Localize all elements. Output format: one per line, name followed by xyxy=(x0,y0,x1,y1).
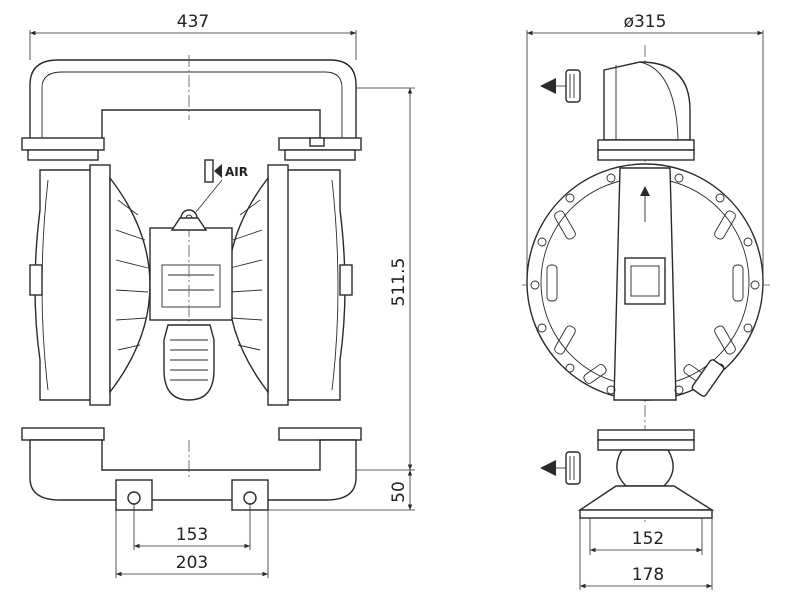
side-outlet-elbow xyxy=(597,61,695,161)
air-inlet: AIR xyxy=(195,159,248,213)
front-view: AIR xyxy=(21,12,415,578)
front-muffler xyxy=(163,324,215,401)
side-view: ø315 152 178 xyxy=(522,12,770,590)
dim-base-178: 178 xyxy=(579,518,713,590)
dim-bolt-outer-label: 203 xyxy=(176,553,208,573)
dim-base-label: 50 xyxy=(389,481,409,503)
dim-bolt-203: 203 xyxy=(115,510,269,578)
inlet-flow-arrow-icon xyxy=(540,451,581,485)
dim-diameter-label: ø315 xyxy=(624,12,667,32)
side-housing-bolts xyxy=(530,173,760,395)
front-body-shell xyxy=(29,164,353,406)
dim-diameter-315: ø315 xyxy=(526,12,764,282)
dim-base-inner-label: 152 xyxy=(632,529,664,549)
side-housing-ribs xyxy=(546,210,744,384)
dim-width-label: 437 xyxy=(177,12,209,32)
dim-height-511-5: 511.5 xyxy=(356,87,415,471)
dim-bolt-153: 153 xyxy=(133,504,251,550)
air-label: AIR xyxy=(225,165,248,179)
dim-base-outer-label: 178 xyxy=(632,565,664,585)
dim-width-437: 437 xyxy=(29,12,357,60)
dim-base-50: 50 xyxy=(268,470,415,511)
front-top-manifold xyxy=(21,55,362,161)
side-diaphragm-housing xyxy=(526,163,764,401)
dim-base-152: 152 xyxy=(589,518,703,555)
dim-bolt-inner-label: 153 xyxy=(176,525,208,545)
dim-height-label: 511.5 xyxy=(389,258,409,307)
side-inlet-section xyxy=(577,429,715,519)
front-center-block xyxy=(149,209,233,325)
outlet-flow-arrow-icon xyxy=(540,69,581,103)
front-bottom-manifold xyxy=(21,427,362,501)
air-inlet-arrow-icon xyxy=(204,159,214,183)
